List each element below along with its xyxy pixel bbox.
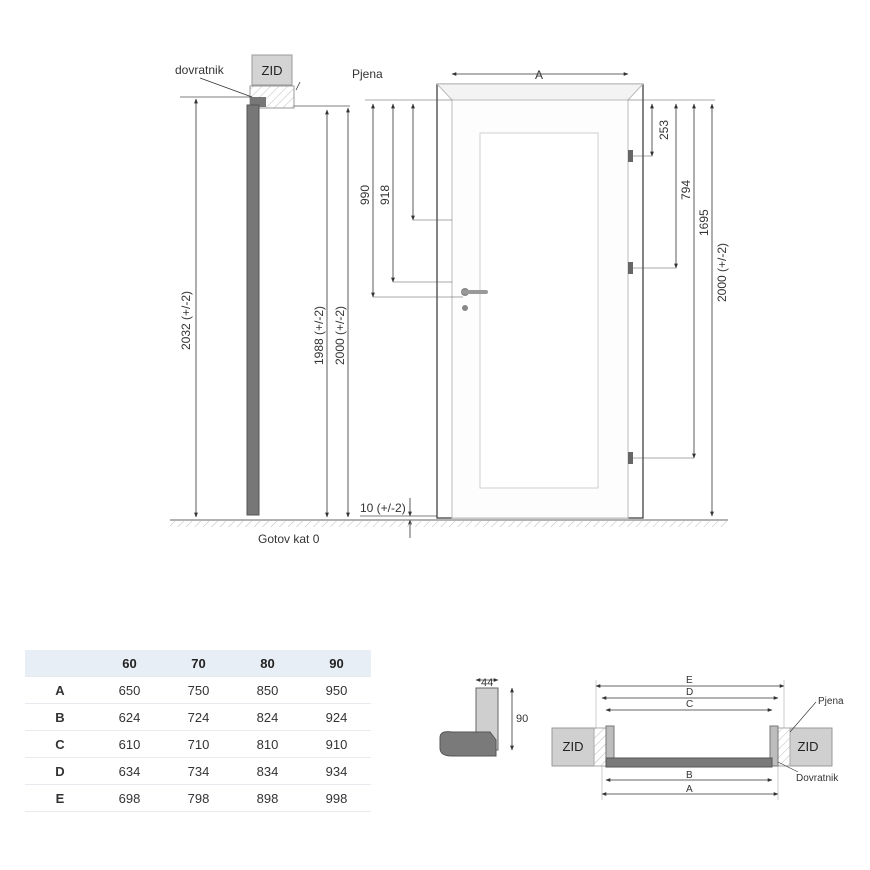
table-cell: 698 xyxy=(95,784,164,812)
table-header-cell: 80 xyxy=(233,650,302,677)
table-cell: 610 xyxy=(95,730,164,758)
table-cell: 924 xyxy=(302,703,371,731)
wall-left-label: ZID xyxy=(563,739,584,754)
table-row: D 634 734 834 934 xyxy=(25,757,371,785)
dim-profile-width: 44 xyxy=(481,677,493,689)
section-frame-label: Dovratnik xyxy=(796,773,839,784)
dim-door-height: 2000 (+/-2) xyxy=(333,306,347,365)
hinge-middle xyxy=(628,262,633,274)
row-label: B xyxy=(25,703,95,731)
dim-handle-height: 990 xyxy=(358,185,372,205)
dim-profile-height: 90 xyxy=(516,713,528,725)
table-cell: 734 xyxy=(164,757,233,785)
door-handle xyxy=(462,290,488,294)
wall-left xyxy=(551,727,595,767)
row-label: D xyxy=(25,757,95,785)
section-foam-label: Pjena xyxy=(818,696,844,707)
dim-hinge-bottom: 1695 xyxy=(697,209,711,236)
section-view: ZID ZID E D C B A Pjena Dovratnik xyxy=(551,675,844,800)
wall-block xyxy=(251,54,293,86)
hinge-bottom xyxy=(628,452,633,464)
dim-b: B xyxy=(686,770,693,781)
table-cell: 898 xyxy=(233,784,302,812)
dim-floor-gap: 10 (+/-2) xyxy=(360,501,406,515)
table-cell: 950 xyxy=(302,676,371,704)
hinge-top xyxy=(628,150,633,162)
table-header-cell xyxy=(25,650,95,677)
table-cell: 824 xyxy=(233,703,302,731)
table-header-cell: 90 xyxy=(302,650,371,677)
section-door-leaf xyxy=(605,757,773,768)
dimensions-table: 60 70 80 90 A 650 750 850 950 B 624 724 … xyxy=(25,650,371,812)
dim-a: A xyxy=(686,784,693,795)
profile-detail: 44 90 xyxy=(439,677,528,757)
foam-label: Pjena xyxy=(352,67,383,81)
table-cell: 710 xyxy=(164,730,233,758)
keyhole xyxy=(462,305,468,311)
dim-width-a: A xyxy=(535,68,543,82)
table-cell: 810 xyxy=(233,730,302,758)
table-cell: 624 xyxy=(95,703,164,731)
row-label: A xyxy=(25,676,95,704)
table-header-row: 60 70 80 90 xyxy=(25,650,371,677)
table-cell: 850 xyxy=(233,676,302,704)
table-cell: 634 xyxy=(95,757,164,785)
dim-handle-offset: 918 xyxy=(378,185,392,205)
table-row: A 650 750 850 950 xyxy=(25,676,371,704)
dim-door-total: 2000 (+/-2) xyxy=(715,243,729,302)
table-row: B 624 724 824 924 xyxy=(25,703,371,731)
row-label: E xyxy=(25,784,95,812)
table-cell: 998 xyxy=(302,784,371,812)
table-cell: 834 xyxy=(233,757,302,785)
door-slab-edge xyxy=(246,104,260,516)
front-view: A 990 918 253 794 1695 2000 (+/-2) xyxy=(358,68,729,519)
side-view: ZID dovratnik Pjena 2032 (+/-2) 1988 (+/… xyxy=(170,54,728,546)
dim-d: D xyxy=(686,687,693,698)
dim-e: E xyxy=(686,675,693,686)
dim-total-height: 2032 (+/-2) xyxy=(179,291,193,350)
dim-hinge-top: 253 xyxy=(657,120,671,140)
dim-hinge-middle: 794 xyxy=(679,180,693,200)
table-cell: 934 xyxy=(302,757,371,785)
wall-right xyxy=(789,727,833,767)
wall-label: ZID xyxy=(262,63,283,78)
table-header-cell: 60 xyxy=(95,650,164,677)
dim-c: C xyxy=(686,699,693,710)
floor-label: Gotov kat 0 xyxy=(258,532,320,546)
table-header-cell: 70 xyxy=(164,650,233,677)
door-panel xyxy=(479,132,599,489)
table-cell: 650 xyxy=(95,676,164,704)
table-cell: 750 xyxy=(164,676,233,704)
wall-right-label: ZID xyxy=(798,739,819,754)
row-label: C xyxy=(25,730,95,758)
table-cell: 724 xyxy=(164,703,233,731)
table-row: C 610 710 810 910 xyxy=(25,730,371,758)
table-cell: 910 xyxy=(302,730,371,758)
dim-inner-height: 1988 (+/-2) xyxy=(312,306,326,365)
frame-label: dovratnik xyxy=(175,63,225,77)
table-cell: 798 xyxy=(164,784,233,812)
table-row: E 698 798 898 998 xyxy=(25,784,371,812)
